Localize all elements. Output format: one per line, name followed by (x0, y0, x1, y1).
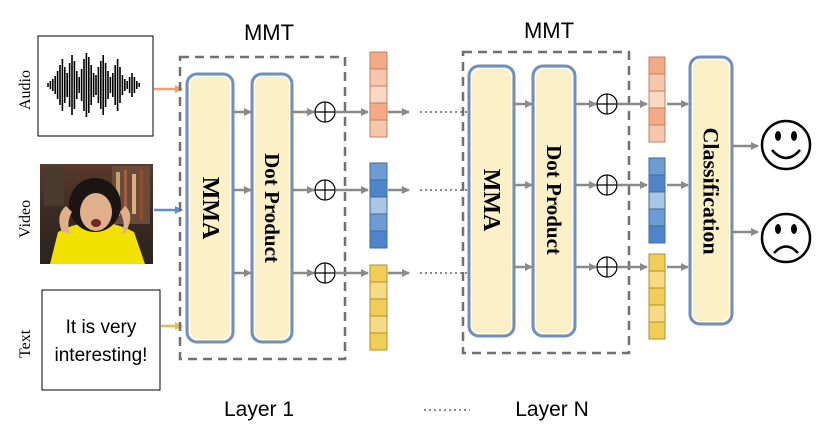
text-feature-vector-n (648, 253, 666, 340)
classification-block: Classification (688, 55, 734, 326)
audio-feature-vector (369, 51, 388, 138)
video-feature-vector (369, 162, 388, 249)
mma-label-n: MMA (478, 169, 504, 232)
text-label: Text (17, 329, 34, 358)
mmt-label-2: MMT (524, 18, 574, 43)
dot-product-label-1: Dot Product (260, 153, 284, 263)
add-icon (596, 174, 618, 196)
video-feature-vector-n (648, 157, 666, 244)
layer-1-label: Layer 1 (224, 398, 294, 421)
text-input-line1: It is very (66, 317, 137, 338)
dot-product-block-n: Dot Product (531, 64, 577, 338)
audio-feature-vector-n (648, 56, 666, 143)
happy-face-icon (760, 119, 812, 171)
audio-label: Audio (17, 70, 34, 110)
audio-waveform-box (37, 35, 154, 137)
video-thumbnail (40, 164, 153, 264)
layer-n-label: Layer N (515, 398, 589, 421)
dot-product-block-1: Dot Product (250, 72, 294, 344)
mmt-block-1 (178, 55, 347, 361)
dot-product-label-n: Dot Product (542, 145, 566, 255)
mma-block-n: MMA (467, 64, 516, 338)
add-icon (314, 179, 336, 201)
sad-face-icon (760, 212, 812, 264)
mmt-label-1: MMT (244, 20, 294, 45)
mma-block-1: MMA (185, 72, 235, 344)
video-label: Video (17, 200, 34, 238)
add-icon (596, 93, 618, 115)
text-input-line2: interesting! (55, 345, 148, 366)
add-icon (314, 262, 336, 284)
classification-label: Classification (699, 127, 724, 254)
mma-label-1: MMA (197, 177, 223, 240)
add-icon (596, 256, 618, 278)
add-icon (314, 101, 336, 123)
text-input-box: It is very interesting! (41, 289, 161, 391)
mmt-block-n (461, 50, 631, 355)
text-feature-vector (369, 264, 388, 351)
